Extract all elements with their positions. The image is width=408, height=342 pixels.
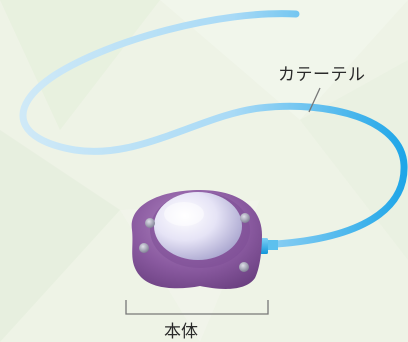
port-screw-hole: [240, 213, 250, 223]
body-label: 本体: [164, 322, 198, 342]
port-screw-hole: [145, 218, 155, 228]
catheter-tube: [19, 10, 408, 248]
catheter-leader-line: [308, 87, 321, 113]
body-bracket: [125, 300, 269, 315]
port-body: [131, 190, 262, 289]
catheter-label: カテーテル: [278, 65, 366, 85]
port-screw-hole: [239, 262, 249, 272]
port-dome: [154, 192, 242, 260]
port-screw-hole: [139, 243, 149, 253]
